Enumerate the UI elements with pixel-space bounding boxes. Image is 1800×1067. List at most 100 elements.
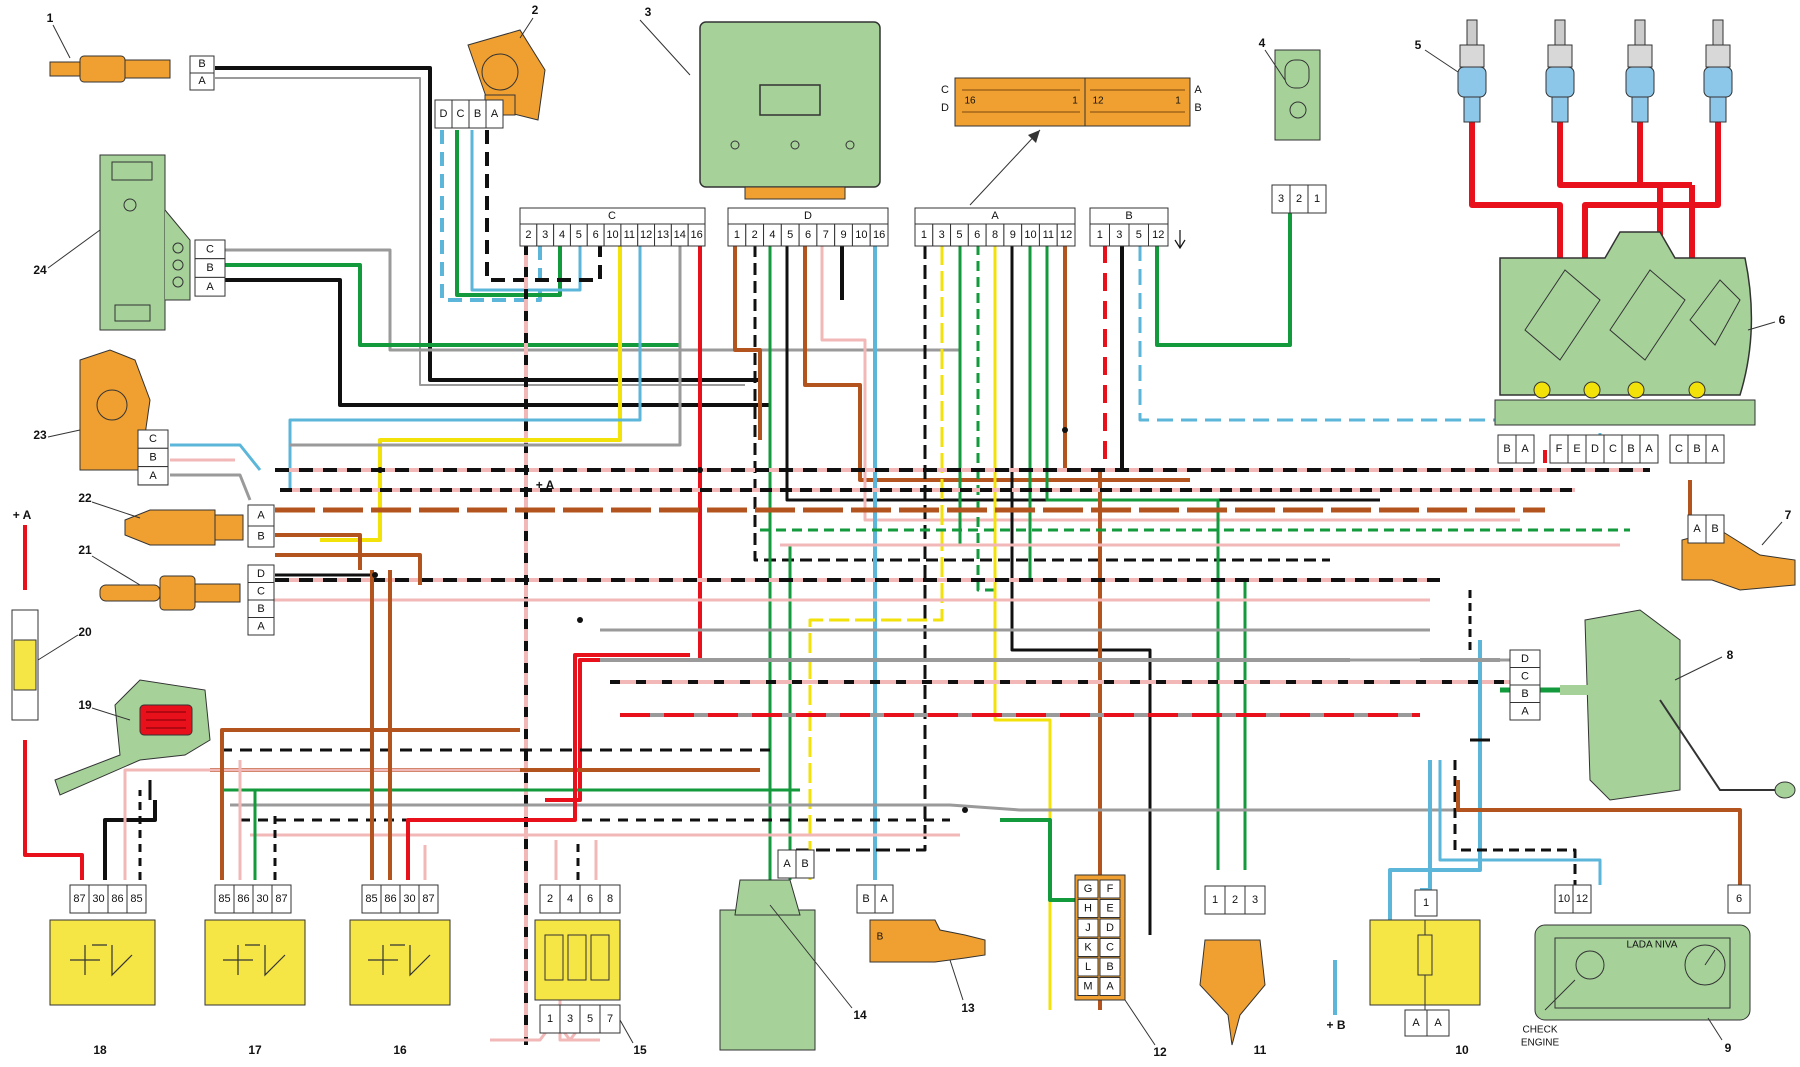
sensor-4-pin-3: 3 xyxy=(1278,193,1284,205)
sensor-21-pin-a: A xyxy=(257,620,265,632)
diag-cell xyxy=(1077,977,1099,996)
spark-plugs xyxy=(1457,19,1733,123)
callout-19: 19 xyxy=(78,698,92,712)
canister-14-pin-cell xyxy=(795,849,815,879)
injector-13-pin-a: A xyxy=(880,893,888,905)
ecu-controller: 3 xyxy=(639,5,881,200)
connector-d-pin-6: 6 xyxy=(805,229,811,241)
sensor-22-connector[interactable]: AB xyxy=(247,504,275,548)
diag-cell xyxy=(1077,879,1099,899)
fuse-10-top-connector[interactable]: 1 xyxy=(1414,889,1438,917)
fuse-block-15-top-pin-4: 4 xyxy=(567,893,573,905)
callout-3: 3 xyxy=(645,5,652,19)
sensor-24-pin-b: B xyxy=(206,262,213,274)
connector-b-pin-cell xyxy=(1148,223,1169,247)
sensor-24: 24 xyxy=(33,154,191,331)
sensor-11-pin-2: 2 xyxy=(1232,894,1238,906)
check-engine-line2: ENGINE xyxy=(1521,1038,1560,1049)
sensor-1-oxygen: 1 xyxy=(47,11,171,83)
relay-16-pin-85: 85 xyxy=(365,893,377,905)
connector-c-pin-14: 14 xyxy=(674,229,686,241)
plug-pin-1: 1 xyxy=(1072,96,1078,107)
sensor-4: 4 xyxy=(1259,36,1321,141)
connector-c-pin-cell xyxy=(687,223,706,247)
plug-label-a: A xyxy=(1194,84,1202,96)
sensor-7-pin-cell xyxy=(1705,514,1725,544)
sensor-23-pin-cell xyxy=(137,466,169,486)
relay-17-pin-86: 86 xyxy=(237,893,249,905)
diag-pin-g: G xyxy=(1084,883,1093,895)
connector-c-pin-4: 4 xyxy=(559,229,565,241)
connector-b-pin-1: 1 xyxy=(1097,229,1103,241)
coil-mid-pin-cell xyxy=(1639,434,1659,464)
diag-pin-a: A xyxy=(1106,981,1114,993)
relay-17-pin-85: 85 xyxy=(218,893,230,905)
connector-a-pin-6: 6 xyxy=(974,229,980,241)
supply-plus-a: + A xyxy=(13,508,32,522)
coil-right-pin-b: B xyxy=(1693,443,1700,455)
diag-pin-k: K xyxy=(1084,942,1092,954)
coil-mid-pin-a: A xyxy=(1645,443,1653,455)
fuse-block-15-top-pin-cell xyxy=(599,884,621,914)
sensor-2-pin-c: C xyxy=(457,108,465,120)
valve-8-pin-b: B xyxy=(1521,688,1528,700)
fuse-block-15-bottom-pin-7: 7 xyxy=(607,1013,613,1025)
fuse-block-15: 15 xyxy=(534,919,647,1057)
diag-cell xyxy=(1099,957,1121,977)
dashboard-connector-6[interactable]: 6 xyxy=(1727,884,1751,914)
connector-a-pin-cell xyxy=(1056,223,1076,247)
callout-16: 16 xyxy=(393,1043,407,1057)
sensor-22-pin-cell xyxy=(247,525,275,548)
sensor-7-pin-a: A xyxy=(1693,523,1701,535)
relay-18-pin-87: 87 xyxy=(73,893,85,905)
sensor-1-pin-b: B xyxy=(198,58,205,70)
sensor-23-connector[interactable]: CBA xyxy=(137,429,169,486)
connector-b-title: B xyxy=(1125,210,1132,222)
sensor-2-pin-d: D xyxy=(440,108,448,120)
sensor-21-pin-d: D xyxy=(257,568,265,580)
diag-pin-f: F xyxy=(1107,883,1114,895)
sensor-23: 23 xyxy=(33,349,151,471)
fuse-block-15-bottom-pin-5: 5 xyxy=(587,1013,593,1025)
sensor-24-connector[interactable]: CBA xyxy=(194,239,226,297)
sensor-1-connector[interactable]: B A xyxy=(189,55,215,91)
sensor-11-pin-3: 3 xyxy=(1252,894,1258,906)
sensor-21-pin-c: C xyxy=(257,585,265,597)
sensor-21: 21 xyxy=(78,543,241,611)
valve-8: 8 xyxy=(1560,609,1796,801)
fuse-20: 20 xyxy=(11,609,92,721)
relay-17: 17 xyxy=(204,919,306,1057)
spark-plug xyxy=(1625,19,1655,123)
valve-8-pin-a: A xyxy=(1521,705,1529,717)
relay-18-pin-85: 85 xyxy=(130,893,142,905)
ignition-module-6: 6 xyxy=(1494,231,1786,426)
instrument-panel-9: LADA NIVA CHECK ENGINE 9 xyxy=(1521,924,1751,1055)
sensor-1-pin-a: A xyxy=(198,75,206,87)
callout-1: 1 xyxy=(47,11,54,25)
